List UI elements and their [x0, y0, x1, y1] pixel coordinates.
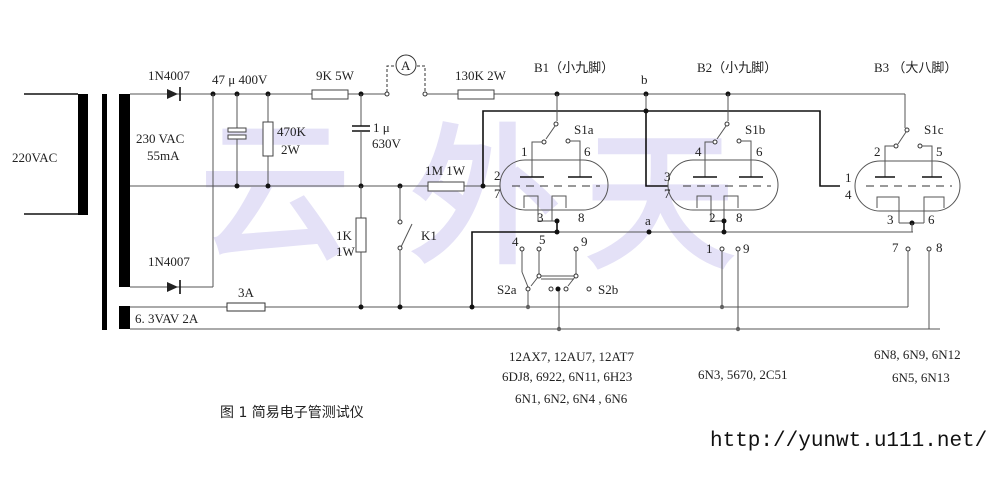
pin-label: 6 — [928, 212, 935, 227]
pin-label: 9 — [743, 241, 750, 256]
pin-label: 7 — [494, 186, 501, 201]
switch-s1c-label: S1c — [924, 122, 944, 137]
pin-label: 6 — [756, 144, 763, 159]
pin-label: 6 — [584, 144, 591, 159]
resistor-9k-icon — [311, 89, 349, 100]
pin-label: 2 — [494, 168, 501, 183]
pin-label: 1 — [706, 241, 713, 256]
pin-label: 7 — [892, 240, 899, 255]
pin-label: 5 — [539, 232, 546, 247]
source-url[interactable]: http://yunwt.u111.net/ — [710, 430, 987, 453]
resistor-1m-label: 1M 1W — [425, 163, 466, 178]
switch-s1a-label: S1a — [574, 122, 594, 137]
switch-s2a-label: S2a — [497, 282, 517, 297]
tube-b1: B1（小九脚） S1a 1 6 2 7 3 8 4 5 9 — [494, 60, 614, 249]
transformer: 220VAC 230 VAC 55mA 6. 3VAV 2A — [12, 93, 199, 330]
pin-label: 3 — [537, 210, 544, 225]
pin-label: 2 — [709, 210, 716, 225]
resistor-470k-power: 2W — [281, 142, 301, 157]
heater-rail: 3A a S2a S2b — [130, 213, 940, 332]
fuse-label: 3A — [238, 285, 255, 300]
figure-caption: 图 1 简易电子管测试仪 — [220, 404, 364, 421]
pin-label: 4 — [512, 234, 519, 249]
pin-label: 8 — [736, 210, 743, 225]
pin-label: 8 — [578, 210, 585, 225]
hv-secondary-current-label: 55mA — [147, 148, 180, 163]
primary-voltage-label: 220VAC — [12, 150, 57, 165]
diode-top-icon — [167, 89, 178, 99]
node-b-label: b — [641, 72, 648, 87]
pin-label: 9 — [581, 234, 588, 249]
tube-b2-title: B2（小九脚） — [697, 60, 777, 75]
pin-label: 1 — [845, 170, 852, 185]
tube-b1-title: B1（小九脚） — [534, 60, 614, 75]
pin-label: 3 — [664, 169, 671, 184]
pin-label: 5 — [936, 144, 943, 159]
switch-s1b-icon[interactable] — [716, 125, 727, 140]
pin-label: 4 — [845, 187, 852, 202]
switch-s1b-label: S1b — [745, 122, 765, 137]
tube-b2: B2（小九脚） S1b 4 6 3 7 2 8 1 9 — [664, 60, 779, 256]
b1-models-line: 12AX7, 12AU7, 12AT7 — [509, 349, 634, 364]
node-a-label: a — [645, 213, 651, 228]
resistor-9k-label: 9K 5W — [316, 68, 355, 83]
watermark-char-2: 外 — [410, 112, 560, 286]
b3-models-line: 6N8, 6N9, 6N12 — [874, 347, 961, 362]
pin-label: 3 — [887, 212, 894, 227]
watermark-char-1: 云 — [200, 107, 350, 281]
switch-s2b-label: S2b — [598, 282, 618, 297]
ammeter-icon — [395, 54, 417, 76]
switch-k1-label: K1 — [421, 228, 437, 243]
resistor-130k-icon — [457, 89, 495, 100]
tube-model-list: 12AX7, 12AU7, 12AT7 6DJ8, 6922, 6N11, 6H… — [502, 347, 961, 406]
capacitor-1u-value: 1 μ — [373, 120, 390, 135]
grid-rail: 1N4007 470K 2W 1 μ 630V 1M 1W 1K 1W — [130, 94, 840, 307]
switch-s1c-icon[interactable] — [897, 131, 907, 145]
switch-k1-icon[interactable] — [400, 223, 413, 248]
diode-bottom-icon — [167, 282, 178, 292]
pin-label: 4 — [695, 144, 702, 159]
pin-label: 8 — [936, 240, 943, 255]
tube-b3: B3 （大八脚） S1c 2 5 1 4 3 6 7 8 — [845, 60, 961, 255]
diode-top-label: 1N4007 — [148, 68, 190, 83]
b1-models-line: 6N1, 6N2, 6N4 , 6N6 — [515, 391, 628, 406]
b2-models-line: 6N3, 5670, 2C51 — [698, 367, 788, 382]
tube-b3-title: B3 （大八脚） — [874, 60, 957, 75]
heater-secondary-label: 6. 3VAV 2A — [135, 311, 199, 326]
b3-models-line: 6N5, 6N13 — [892, 370, 950, 385]
switch-s1a-icon[interactable] — [545, 125, 556, 140]
hv-rail: 1N4007 47 μ 400V 9K 5W A 130K 2W b — [130, 54, 905, 101]
resistor-470k-value: 470K — [277, 124, 307, 139]
ammeter-label: A — [401, 58, 411, 73]
pin-label: 7 — [664, 186, 671, 201]
resistor-1k-icon — [355, 217, 367, 253]
b1-models-line: 6DJ8, 6922, 6N11, 6H23 — [502, 369, 632, 384]
capacitor-1u-voltage: 630V — [372, 136, 402, 151]
watermark-char-3: 天 — [585, 117, 735, 291]
filter-capacitor-label: 47 μ 400V — [212, 72, 268, 87]
resistor-1k-value: 1K — [336, 228, 353, 243]
resistor-1k-power: 1W — [336, 244, 356, 259]
resistor-470k-icon — [262, 121, 274, 157]
pin-label: 2 — [874, 144, 881, 159]
resistor-1m-icon — [427, 181, 465, 192]
pin-label: 1 — [521, 144, 528, 159]
hv-secondary-voltage-label: 230 VAC — [136, 131, 184, 146]
fuse-icon — [226, 302, 266, 312]
diode-bottom-label: 1N4007 — [148, 254, 190, 269]
watermark: 云 外 天 — [200, 107, 735, 291]
resistor-130k-label: 130K 2W — [455, 68, 507, 83]
